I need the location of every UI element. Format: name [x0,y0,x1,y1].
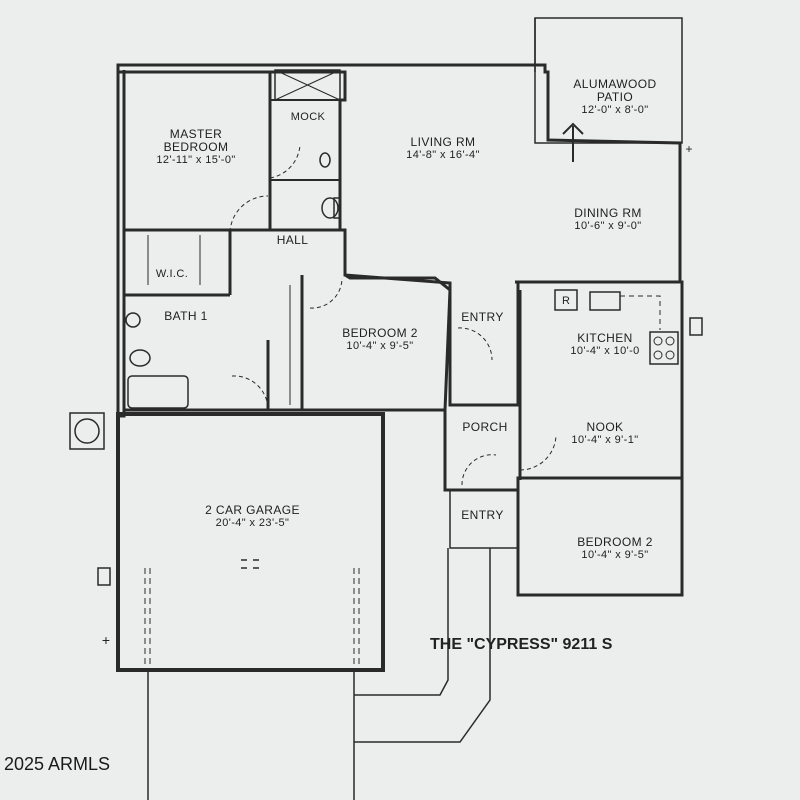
wic-label: W.I.C. [152,268,192,281]
bedroom2-right-label: BEDROOM 2 10'-4" x 9'-5" [560,536,670,562]
svg-text:+: + [102,632,110,648]
room-name: ALUMAWOOD [573,77,657,91]
entry-lower-label: ENTRY [455,509,510,522]
room-name: MASTER [169,127,223,141]
room-name: ENTRY [461,310,504,324]
porch-label: PORCH [455,421,515,434]
shower [274,69,341,101]
svg-text:+: + [685,142,692,156]
patio-outline [534,17,683,144]
garage-walls [116,412,385,672]
room-dims: 20'-4" x 23'-5" [215,517,290,529]
room-dims: 10'-4" x 9'-5" [581,549,649,561]
entry-upper-label: ENTRY [455,311,510,324]
bath1-label: BATH 1 [156,310,216,323]
ac-unit [69,412,105,450]
room-name: PORCH [462,420,508,434]
room-dims: 10'-6" x 9'-0" [574,220,642,232]
nook-label: NOOK 10'-4" x 9'-1" [555,421,655,447]
room-name: ENTRY [461,508,504,522]
room-name: 2 CAR GARAGE [205,503,300,517]
room-name: BEDROOM 2 [342,326,418,340]
fridge-box [554,289,578,311]
room-name: LIVING RM [410,135,476,149]
room-name: W.I.C. [155,268,189,280]
garage-label: 2 CAR GARAGE 20'-4" x 23'-5" [185,504,320,530]
room-name: BEDROOM [163,140,229,154]
hall-label: HALL [270,234,315,247]
mock-label: MOCK [283,111,333,124]
room-name: MOCK [290,111,326,123]
patio-label: ALUMAWOOD PATIO 12'-0" x 8'-0" [560,78,670,117]
room-dims: 12'-11" x 15'-0" [156,154,236,166]
fridge-label: R [562,295,570,307]
bedroom2-center-label: BEDROOM 2 10'-4" x 9'-5" [325,327,435,353]
room-dims: 10'-4" x 9'-1" [571,434,639,446]
room-dims: 10'-4" x 9'-5" [346,340,414,352]
room-dims: 12'-0" x 8'-0" [581,104,649,116]
room-name: PATIO [596,90,634,104]
bathtub [127,375,189,409]
entry-box [449,489,519,549]
room-dims: 14'-8" x 16'-4" [406,149,480,161]
plan-title: THE "CYPRESS" 9211 S [430,636,613,653]
room-name: BEDROOM 2 [577,535,653,549]
room-name: BATH 1 [164,309,208,323]
right-wing-walls [515,280,684,597]
room-name: KITCHEN [577,331,633,345]
stove [649,331,679,365]
exterior-wall-left [116,65,126,418]
room-name: DINING RM [574,206,642,220]
room-dims: 10'-4" x 10'-0 [570,345,640,357]
copyright-watermark: 2025 ARMLS [4,754,111,774]
bedroom2-center-walls [305,273,452,412]
room-name: HALL [276,233,309,247]
dining-room-label: DINING RM 10'-6" x 9'-0" [553,207,663,233]
kitchen-label: KITCHEN 10'-4" x 10'-0 [555,332,655,358]
living-room-label: LIVING RM 14'-8" x 16'-4" [388,136,498,162]
room-name: NOOK [586,420,624,434]
master-bedroom-label: MASTER BEDROOM 12'-11" x 15'-0" [148,128,244,167]
exterior-wall [116,63,682,407]
